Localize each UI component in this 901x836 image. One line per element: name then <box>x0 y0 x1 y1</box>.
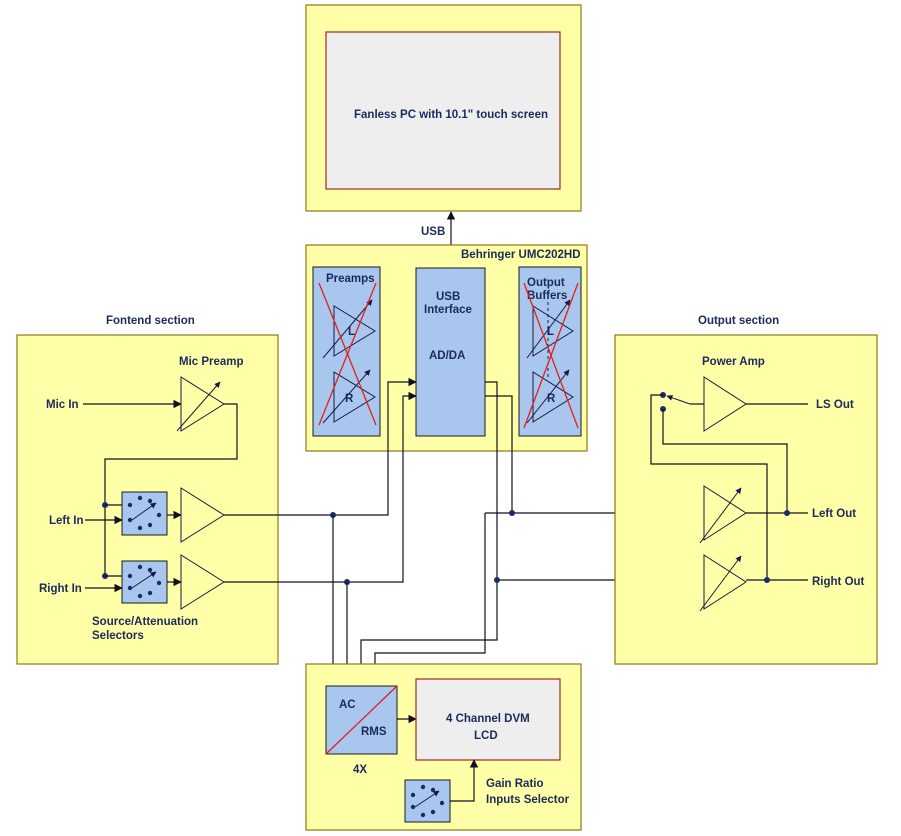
ac-label: AC <box>339 699 356 711</box>
selectors-label-2: Selectors <box>92 630 144 642</box>
gain-label-2: Inputs Selector <box>486 794 570 806</box>
buffer-r-triangle <box>532 371 574 423</box>
interface-out-right <box>485 395 513 513</box>
preamp-l-triangle <box>333 305 376 357</box>
mic-in-label: Mic In <box>46 399 79 411</box>
dvm-lcd-display: 4 Channel DVM LCD <box>415 678 561 761</box>
right-in-label: Right In <box>39 583 82 595</box>
right-out-label: Right Out <box>812 576 865 588</box>
meter-section: AC RMS 4X 4 Channel DVM LCD Gain Ratio I… <box>305 663 582 831</box>
selectors-label-1: Source/Attenuation <box>92 616 198 628</box>
interface-output-buffers-block: Output Buffers L R <box>518 266 582 437</box>
rms-label: RMS <box>361 726 387 738</box>
output-title: Output section <box>698 315 779 327</box>
right-source-selector[interactable] <box>121 560 168 604</box>
interface-preamps-block: Preamps L R <box>312 266 381 437</box>
pc-touch-screen <box>325 31 561 190</box>
left-in-label: Left In <box>49 515 84 527</box>
right-buffer-triangle <box>180 554 225 610</box>
left-out-label: Left Out <box>812 508 856 520</box>
gain-ratio-selector[interactable] <box>404 779 451 823</box>
usb-interface-block: USB Interface AD/DA <box>415 267 486 437</box>
dvm-label-1: 4 Channel DVM <box>446 713 530 725</box>
interface-title: Behringer UMC202HD <box>461 249 581 261</box>
power-amp-label: Power Amp <box>702 356 765 368</box>
channels-label: 4X <box>353 764 367 776</box>
adda-label: AD/DA <box>429 350 465 362</box>
left-output-triangle <box>703 485 747 541</box>
pc-section: Fanless PC with 10.1" touch screen <box>305 4 582 212</box>
buffer-l-triangle <box>532 305 574 357</box>
frontend-title: Fontend section <box>106 315 195 327</box>
ac-rms-converter: AC RMS <box>325 685 398 755</box>
dvm-label-2: LCD <box>474 730 498 742</box>
left-signal-line <box>224 377 417 516</box>
preamp-l-label: L <box>348 326 355 338</box>
buffer-l-label: L <box>547 326 554 338</box>
gain-label-1: Gain Ratio <box>486 778 544 790</box>
ls-out-label: LS Out <box>816 399 854 411</box>
usb-label: USB <box>421 226 445 238</box>
left-source-selector[interactable] <box>121 491 168 536</box>
output-section: Output section Power Amp LS Out Left Out… <box>614 315 878 665</box>
interface-out-left <box>356 381 498 687</box>
output-buffers-label-2: Buffers <box>527 290 567 302</box>
frontend-section: Fontend section Mic Preamp Mic In Left I… <box>16 315 279 665</box>
output-buffers-label-1: Output <box>527 277 565 289</box>
right-signal-line <box>224 391 417 583</box>
left-buffer-triangle <box>180 487 225 543</box>
buffer-r-label: R <box>547 393 556 405</box>
usb-interface-label-1: USB <box>436 291 460 303</box>
preamp-r-triangle <box>333 371 376 423</box>
preamps-label: Preamps <box>326 273 375 285</box>
pc-label: Fanless PC with 10.1" touch screen <box>354 109 548 121</box>
right-output-triangle <box>703 554 747 610</box>
interface-section: Behringer UMC202HD Preamps L R USB Inter… <box>305 244 588 452</box>
usb-interface-label-2: Interface <box>424 304 472 316</box>
mic-preamp-label: Mic Preamp <box>179 356 244 368</box>
preamp-r-label: R <box>345 393 354 405</box>
